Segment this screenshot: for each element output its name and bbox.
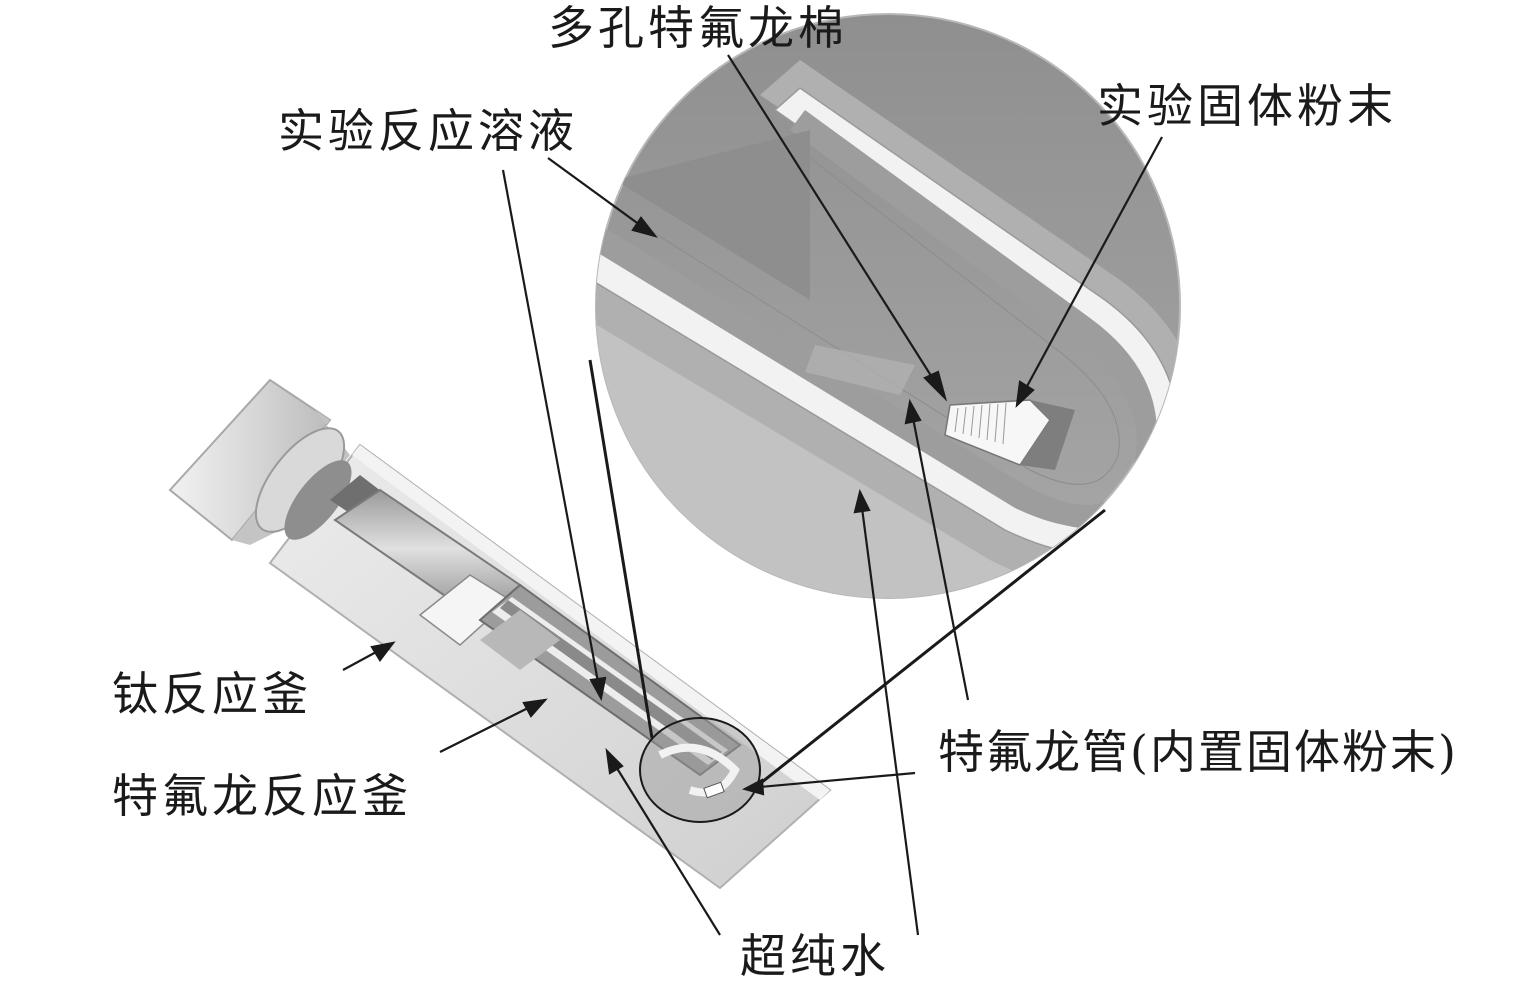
ptfe-reactor-insert [330,475,742,777]
leader-lines [342,54,1163,936]
label-ptfe-tube: 特氟龙管(内置固体粉末) [938,725,1458,779]
label-ultrapure-water: 超纯水 [740,929,890,983]
label-reaction-solution: 实验反应溶液 [278,104,578,158]
projection-lines [588,359,1106,792]
reactor-cap [168,378,352,545]
magnifier-origin [639,717,761,823]
label-porous-ptfe-wool: 多孔特氟龙棉 [548,1,848,55]
label-titanium-reactor: 钛反应釜 [112,667,312,721]
label-solid-powder: 实验固体粉末 [1097,79,1397,133]
label-ptfe-reactor: 特氟龙反应釜 [112,769,412,823]
